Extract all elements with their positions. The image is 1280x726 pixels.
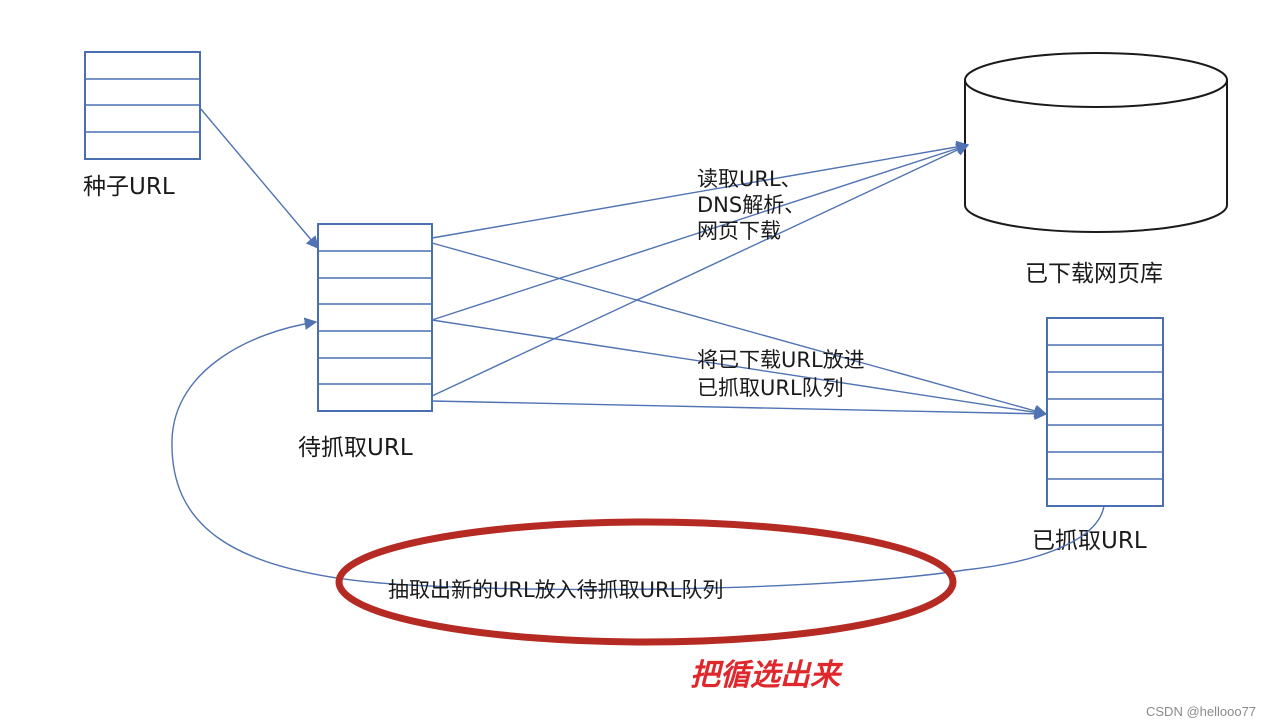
download-step-line-2: DNS解析、 (697, 193, 805, 217)
downloaded-pages-database (964, 52, 1228, 233)
pending-url-queue (317, 223, 433, 412)
download-step-line-3: 网页下载 (697, 219, 781, 243)
red-highlight-circle (335, 518, 957, 646)
pending-to-db-arrow-2 (431, 142, 970, 321)
pending-to-db-arrow-3 (431, 144, 970, 397)
to-crawled-line-1: 将已下载URL放进 (697, 348, 865, 372)
pending-to-db-arrow-1 (431, 140, 970, 239)
seed-url-queue (84, 51, 201, 160)
pending-to-crawled-arrow-3 (431, 400, 1048, 421)
pending-to-crawled-arrow-2 (431, 319, 1048, 419)
handwritten-annotation: 把循选出来 (690, 658, 844, 693)
downloaded-db-label: 已下载网页库 (1025, 261, 1163, 287)
feedback-loop-arrow (171, 317, 1105, 591)
crawled-url-label: 已抓取URL (1032, 528, 1147, 554)
crawled-url-queue (1046, 317, 1164, 507)
seed-to-pending-arrow (199, 107, 319, 249)
pending-url-label: 待抓取URL (298, 435, 413, 461)
extract-new-urls-label: 抽取出新的URL放入待抓取URL队列 (388, 578, 723, 602)
watermark: CSDN @hellooo77 (1146, 704, 1256, 719)
pending-to-crawled-arrow-1 (431, 242, 1048, 418)
seed-url-label: 种子URL (83, 174, 175, 200)
to-crawled-line-2: 已抓取URL队列 (697, 376, 844, 400)
download-step-line-1: 读取URL、 (697, 167, 802, 191)
